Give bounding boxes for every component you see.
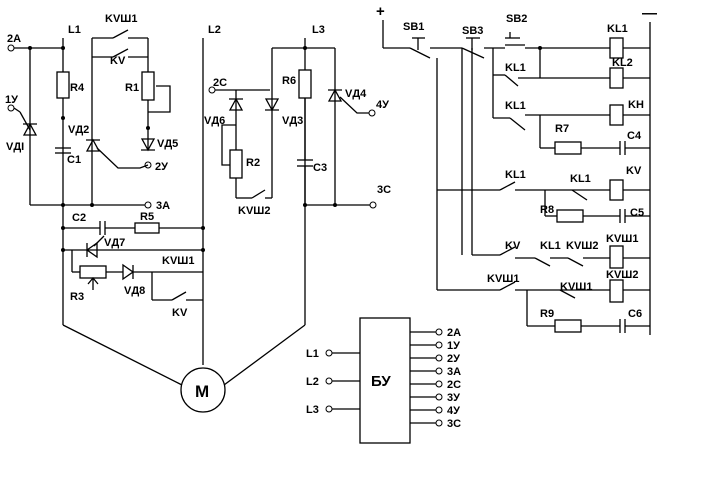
coil-kvsh2 bbox=[609, 279, 624, 303]
label-vd3: VД3 bbox=[282, 115, 303, 127]
label-c4: C4 bbox=[627, 130, 642, 142]
resistor-r2 bbox=[229, 149, 243, 179]
bu-input-l3: L3 bbox=[306, 404, 319, 416]
label-r7: R7 bbox=[555, 123, 569, 135]
label-r5: R5 bbox=[140, 211, 154, 223]
supply-plus: + bbox=[376, 3, 385, 20]
coil-kvsh1 bbox=[609, 245, 624, 269]
label-l3: L3 bbox=[312, 24, 325, 36]
coil-kl1 bbox=[609, 37, 624, 59]
label-c1: C1 bbox=[67, 154, 81, 166]
resistor-r3 bbox=[79, 265, 107, 279]
label-coil-kl1: KL1 bbox=[607, 23, 628, 35]
coil-kl2 bbox=[609, 67, 624, 89]
resistor-r6 bbox=[298, 69, 312, 99]
label-kvsh1-top: KVШ1 bbox=[105, 13, 137, 25]
label-kvsh2-left: KVШ2 bbox=[238, 205, 270, 217]
label-coil-kvsh2: KVШ2 bbox=[606, 269, 638, 281]
label-coil-kvsh1: KVШ1 bbox=[606, 233, 638, 245]
coil-kh bbox=[609, 104, 624, 126]
bu-outputs: 2A 1У 2У 3A 2C 3У 4У 3C bbox=[410, 327, 461, 430]
label-r8: R8 bbox=[540, 204, 554, 216]
label-kl1-c: KL1 bbox=[505, 169, 526, 181]
bu-output-3a: 3A bbox=[447, 366, 461, 378]
node-2c: 2C bbox=[213, 77, 227, 89]
label-coil-kl2: KL2 bbox=[612, 57, 633, 69]
label-kl1-b: KL1 bbox=[505, 100, 526, 112]
motor-label: M bbox=[195, 382, 209, 401]
bu-output-1u: 1У bbox=[447, 340, 460, 352]
bu-output-2a: 2A bbox=[447, 327, 461, 339]
label-sb1: SB1 bbox=[403, 21, 424, 33]
label-c6: C6 bbox=[628, 308, 642, 320]
label-kvsh1-g: KVШ1 bbox=[560, 281, 592, 293]
bu-output-4u: 4У bbox=[447, 405, 460, 417]
node-2u: 2У bbox=[155, 161, 168, 173]
bu-output-2c: 2C bbox=[447, 379, 461, 391]
label-kvsh1-mid: KVШ1 bbox=[162, 255, 194, 267]
label-kv-top: KV bbox=[110, 55, 126, 67]
label-r4: R4 bbox=[70, 82, 85, 94]
power-section: L1 L2 L3 M 2A 1У VДI R4 VД2 C1 bbox=[5, 13, 391, 413]
label-vd8: VД8 bbox=[124, 285, 145, 297]
resistor-r8 bbox=[556, 209, 584, 223]
motor bbox=[180, 367, 226, 413]
supply-minus: — bbox=[642, 5, 657, 22]
bu-input-l2: L2 bbox=[306, 376, 319, 388]
bu-output-3u: 3У bbox=[447, 392, 460, 404]
label-vd2: VД2 bbox=[68, 124, 89, 136]
label-kvsh2-e: KVШ2 bbox=[566, 240, 598, 252]
label-coil-kh: KH bbox=[628, 99, 644, 111]
node-3a: 3A bbox=[156, 200, 170, 212]
label-vd6: VД6 bbox=[204, 115, 225, 127]
resistor-r5 bbox=[134, 222, 160, 234]
label-r3: R3 bbox=[70, 291, 84, 303]
resistor-r1 bbox=[141, 71, 155, 101]
label-c3: C3 bbox=[313, 162, 327, 174]
label-c2: C2 bbox=[72, 212, 86, 224]
label-l2: L2 bbox=[208, 24, 221, 36]
control-section: + — SB1 SB3 SB2 KL1 KL bbox=[376, 3, 657, 335]
label-kv-bot: KV bbox=[172, 307, 188, 319]
label-sb3: SB3 bbox=[462, 25, 483, 37]
node-1u: 1У bbox=[5, 94, 18, 106]
node-4u: 4У bbox=[376, 99, 389, 111]
label-r1: R1 bbox=[125, 82, 139, 94]
resistor-r9 bbox=[554, 319, 582, 333]
label-kvsh1-f: KVШ1 bbox=[487, 273, 519, 285]
label-kl1-a: KL1 bbox=[505, 62, 526, 74]
label-c5: C5 bbox=[630, 207, 644, 219]
label-kv-e: KV bbox=[505, 240, 521, 252]
label-vd7: VД7 bbox=[104, 237, 125, 249]
label-r9: R9 bbox=[540, 308, 554, 320]
label-vd4: VД4 bbox=[345, 88, 367, 100]
coil-kv bbox=[609, 179, 624, 201]
label-sb2: SB2 bbox=[506, 13, 527, 25]
label-r6: R6 bbox=[282, 75, 296, 87]
control-unit: БУ L1 L2 L3 2A 1У 2У 3A 2C 3У 4У 3C bbox=[306, 317, 461, 444]
label-vd5: VД5 bbox=[157, 138, 178, 150]
node-2a: 2A bbox=[7, 33, 21, 45]
resistor-r7 bbox=[554, 141, 582, 155]
label-kl1-e: KL1 bbox=[540, 240, 561, 252]
label-kl1-d: KL1 bbox=[570, 173, 591, 185]
bu-output-2u: 2У bbox=[447, 353, 460, 365]
bu-input-l1: L1 bbox=[306, 348, 319, 360]
label-vd1: VДI bbox=[6, 141, 24, 153]
resistor-r4 bbox=[56, 71, 70, 99]
label-coil-kv: KV bbox=[626, 165, 642, 177]
label-l1: L1 bbox=[68, 24, 81, 36]
control-unit-label: БУ bbox=[371, 373, 391, 390]
node-3c: 3C bbox=[377, 184, 391, 196]
bu-output-3c: 3C bbox=[447, 418, 461, 430]
label-r2: R2 bbox=[246, 157, 260, 169]
